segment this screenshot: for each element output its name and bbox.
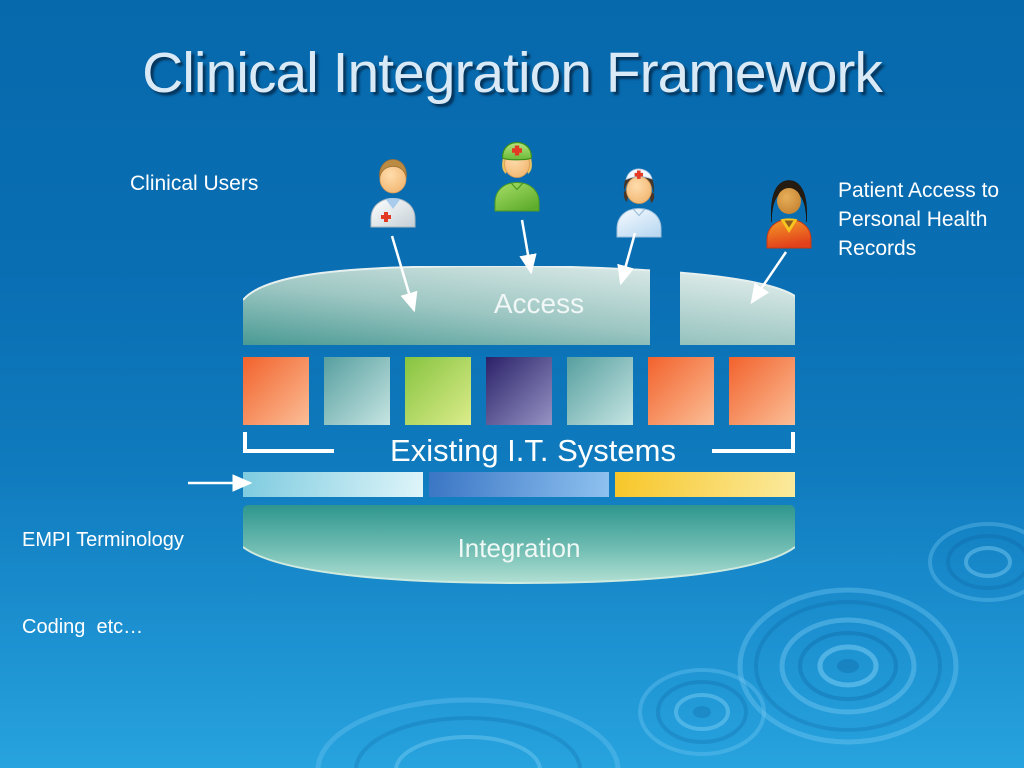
nurse-green-icon xyxy=(494,141,540,212)
empi-terminology-label: EMPI Terminology Coding etc… xyxy=(22,468,184,700)
ripple-right-edge xyxy=(928,522,1024,602)
system-block xyxy=(405,357,471,425)
patient-icon xyxy=(766,180,812,249)
bracket-right-tick xyxy=(791,432,795,453)
patient-access-line: Records xyxy=(838,237,917,260)
system-block xyxy=(567,357,633,425)
system-block xyxy=(486,357,552,425)
system-block xyxy=(729,357,795,425)
ripple-large xyxy=(737,587,959,745)
system-block xyxy=(324,357,390,425)
middleware-bar-blue xyxy=(429,472,609,497)
system-block xyxy=(648,357,714,425)
systems-row xyxy=(243,357,795,425)
ripple-bottom xyxy=(315,697,621,768)
empi-line: Coding etc… xyxy=(22,616,144,638)
access-layer-label: Access xyxy=(493,288,585,319)
clinical-users-label: Clinical Users xyxy=(130,172,259,195)
existing-systems-label: Existing I.T. Systems xyxy=(390,433,676,468)
empi-line: EMPI Terminology xyxy=(22,529,184,551)
middleware-bar-cyan xyxy=(243,472,423,497)
doctor-icon xyxy=(370,159,416,228)
patient-access-line: Personal Health xyxy=(838,208,988,231)
bracket-left-tick xyxy=(243,432,247,453)
bracket-left-line xyxy=(243,449,334,453)
patient-access-label: Patient Access to Personal Health Record… xyxy=(838,176,999,263)
middleware-bar-yellow xyxy=(615,472,795,497)
slide-title: Clinical Integration Framework xyxy=(142,41,883,105)
system-block xyxy=(243,357,309,425)
ripple-medium xyxy=(638,668,766,756)
bracket-right-line xyxy=(712,449,795,453)
integration-layer-label: Integration xyxy=(457,533,581,563)
nurse-white-icon xyxy=(616,168,662,238)
patient-access-line: Patient Access to xyxy=(838,179,1000,202)
integration-layer-shape xyxy=(243,505,795,585)
